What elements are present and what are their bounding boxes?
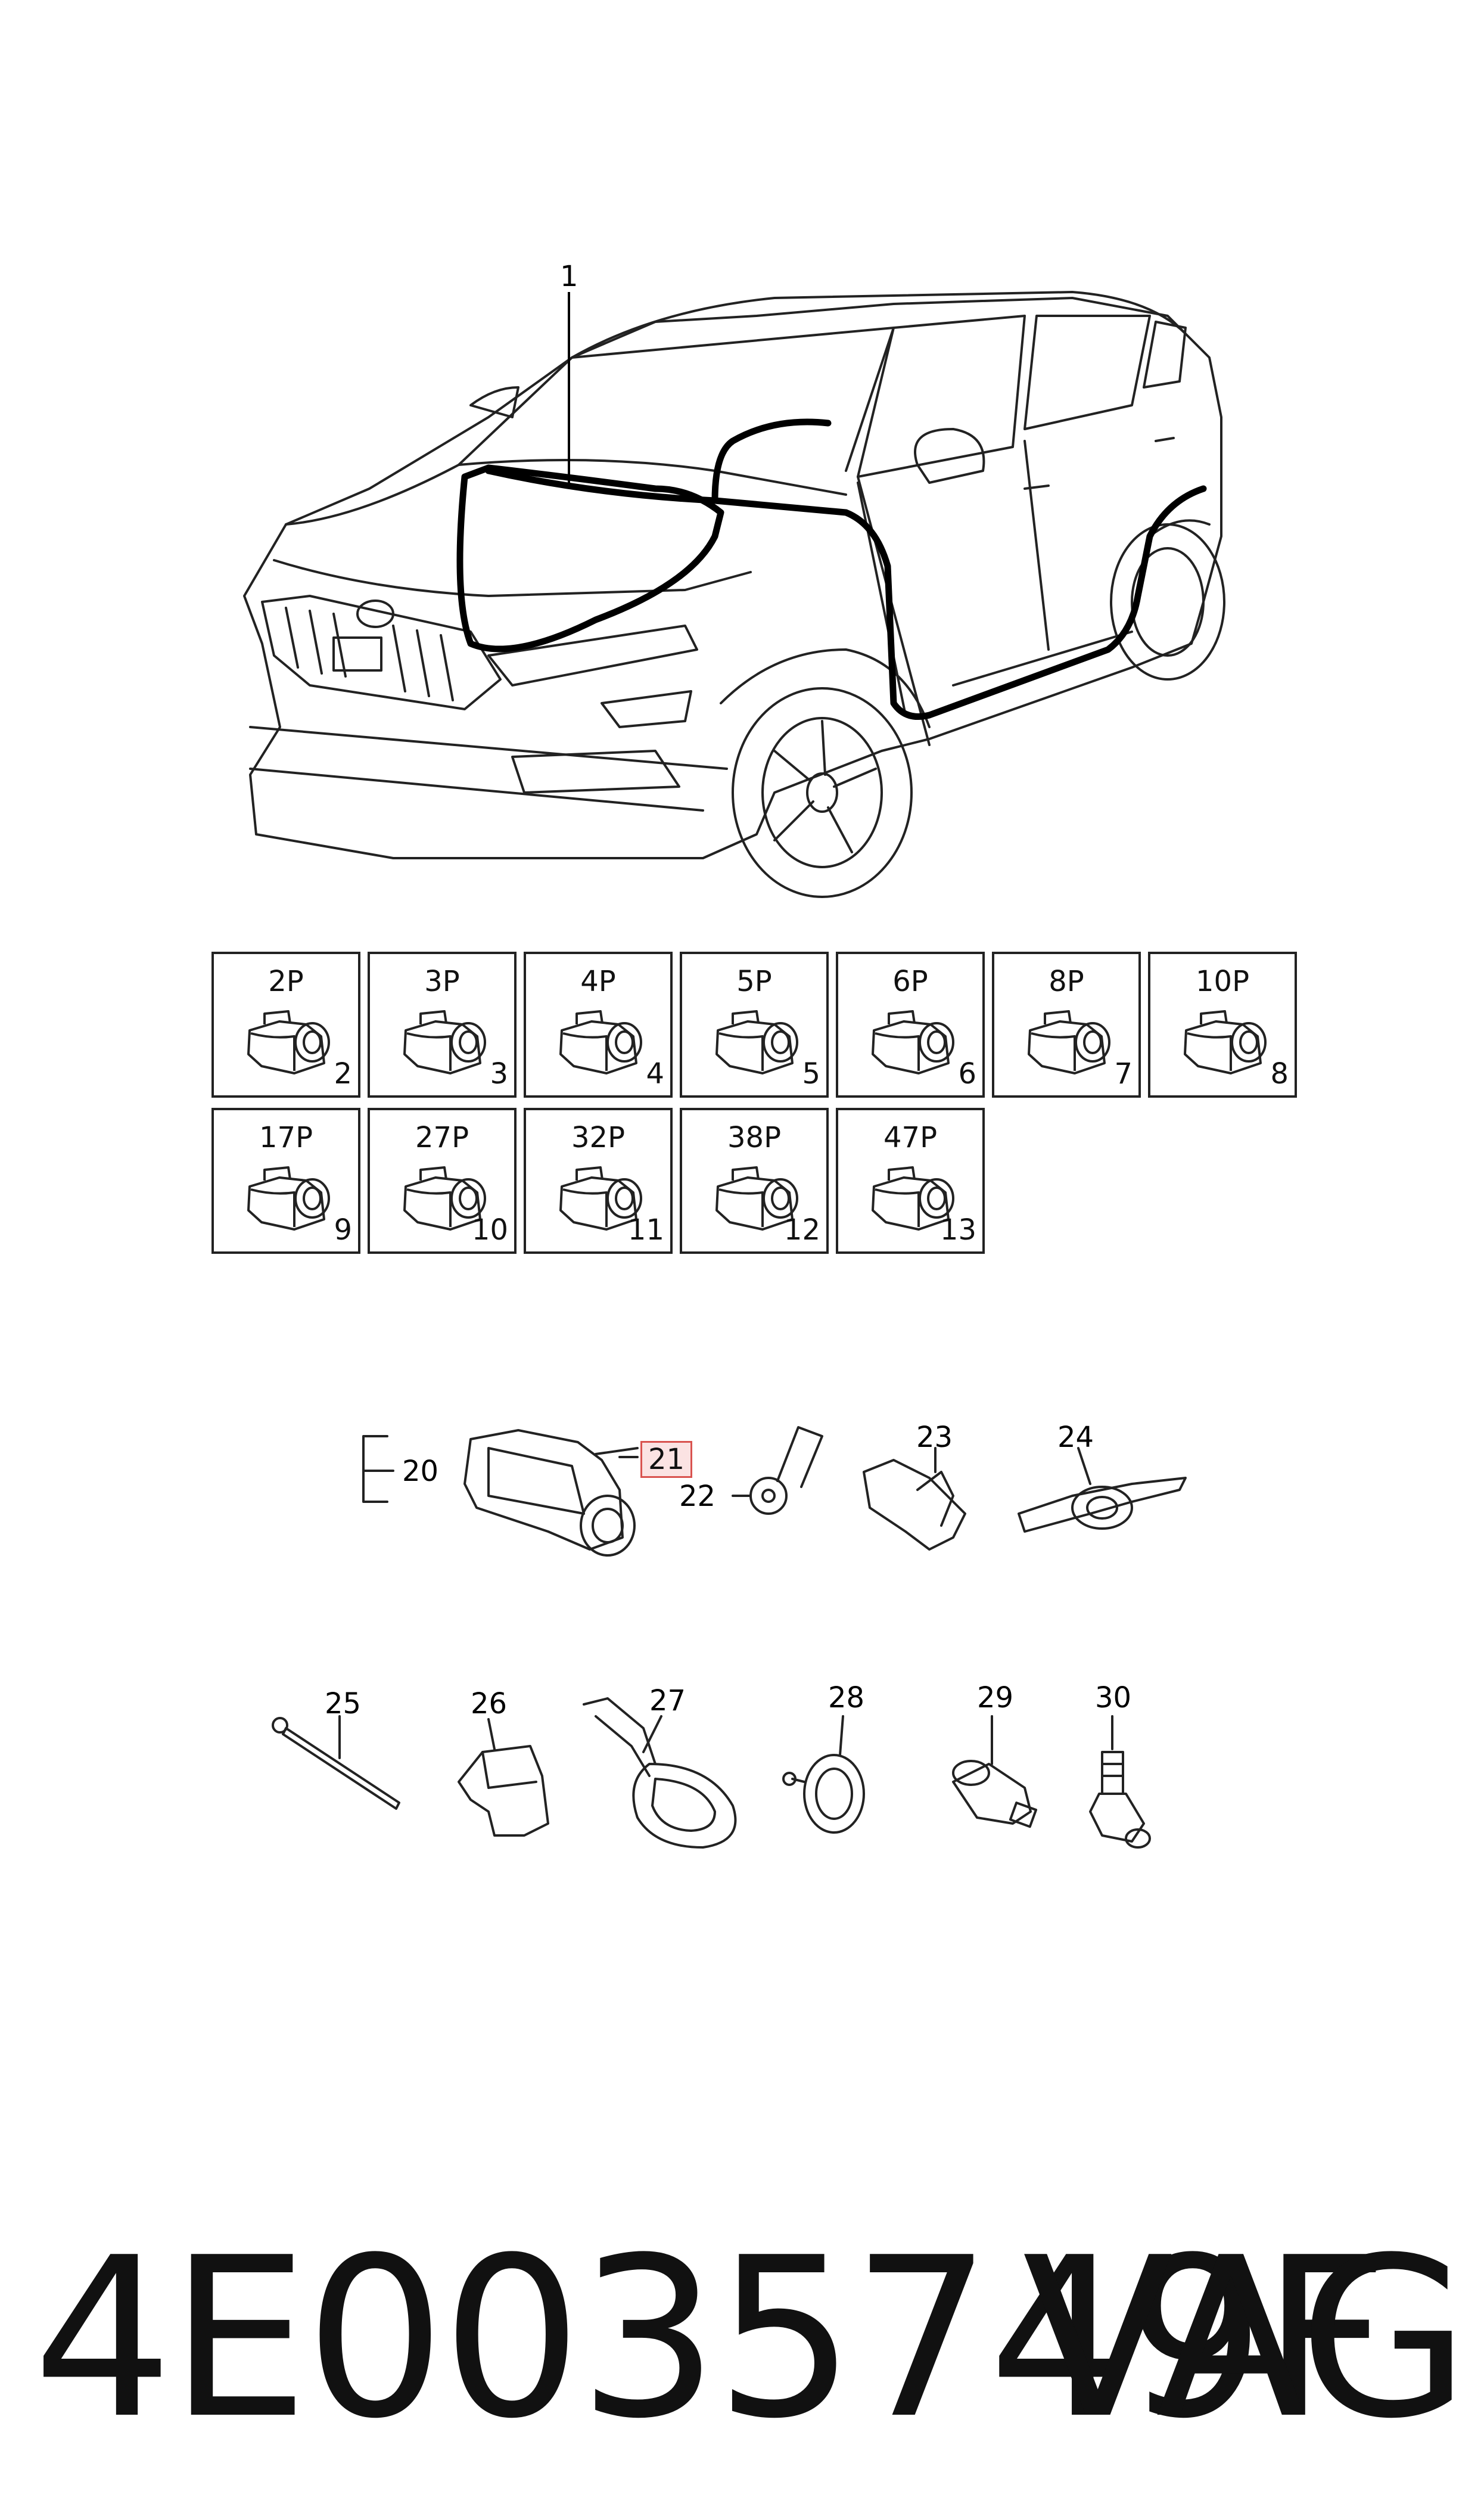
connector-housing-icon	[550, 1163, 651, 1234]
connector-housing-icon	[550, 1007, 651, 1078]
connector-position-number: 6	[958, 1057, 976, 1091]
part-27-grommet	[583, 1697, 737, 1849]
part-22-ring-terminal	[732, 1426, 823, 1515]
part-label-21-highlighted[interactable]: 21	[640, 1441, 693, 1478]
connector-cell-6[interactable]: 6P 6	[836, 952, 985, 1098]
part-label-24: 24	[1057, 1421, 1094, 1454]
connector-position-number: 12	[783, 1213, 820, 1247]
part-label-22: 22	[679, 1480, 716, 1513]
connector-pin-count: 6P	[892, 965, 928, 998]
connector-cell-10[interactable]: 27P 10	[368, 1108, 517, 1254]
part-28-plug	[782, 1715, 865, 1834]
connector-position-number: 11	[627, 1213, 664, 1247]
connector-pin-count: 17P	[259, 1121, 313, 1154]
connector-cell-11[interactable]: 32P 11	[524, 1108, 673, 1254]
connector-cell-5[interactable]: 5P 5	[680, 952, 829, 1098]
connector-pin-count: 32P	[571, 1121, 626, 1154]
connector-pin-count: 10P	[1195, 965, 1250, 998]
connector-position-number: 2	[334, 1057, 352, 1091]
part-26-holder	[458, 1718, 549, 1837]
connector-housing-icon	[1018, 1007, 1119, 1078]
connector-position-number: 9	[334, 1213, 352, 1247]
connector-position-number: 13	[939, 1213, 976, 1247]
connector-position-number: 8	[1270, 1057, 1289, 1091]
part-label-23: 23	[916, 1421, 953, 1454]
connector-housing-icon	[394, 1007, 495, 1078]
connector-housing-icon	[1174, 1007, 1275, 1078]
connector-housing-icon	[706, 1007, 807, 1078]
connector-position-number: 5	[802, 1057, 820, 1091]
part-label-27: 27	[649, 1684, 686, 1717]
connector-pin-count: 4P	[580, 965, 616, 998]
part-label-26: 26	[471, 1687, 508, 1720]
connector-pin-count: 47P	[883, 1121, 938, 1154]
connector-housing-icon	[862, 1163, 963, 1234]
connector-cell-8[interactable]: 10P 8	[1148, 952, 1297, 1098]
connector-housing-icon	[862, 1007, 963, 1078]
connector-cell-7[interactable]: 8P 7	[992, 952, 1141, 1098]
part-label-20: 20	[402, 1455, 439, 1488]
connector-cell-3[interactable]: 3P 3	[368, 952, 517, 1098]
connector-housing-icon	[238, 1163, 339, 1234]
part-21-connector-housing	[463, 1429, 639, 1557]
connector-position-number: 4	[646, 1057, 664, 1091]
callout-label-1: 1	[560, 260, 578, 293]
connector-pin-count: 3P	[424, 965, 460, 998]
part-20-bracket	[362, 1435, 388, 1503]
connector-pin-count: 2P	[268, 965, 304, 998]
connector-position-number: 10	[471, 1213, 508, 1247]
connector-pin-count: 38P	[727, 1121, 782, 1154]
connector-cell-9[interactable]: 17P 9	[211, 1108, 360, 1254]
part-label-28: 28	[828, 1681, 865, 1714]
part-30-elbow	[1089, 1715, 1151, 1849]
part-24-strap-tie	[1018, 1447, 1187, 1533]
connector-position-number: 7	[1114, 1057, 1133, 1091]
part-23-clip	[863, 1447, 966, 1551]
part-number: 4E0035749F	[33, 2211, 1389, 2467]
part-29-sleeve	[952, 1715, 1038, 1828]
part-label-25: 25	[325, 1687, 362, 1720]
connector-housing-icon	[394, 1163, 495, 1234]
connector-housing-icon	[706, 1163, 807, 1234]
connector-position-number: 3	[490, 1057, 508, 1091]
connector-pin-count: 8P	[1049, 965, 1084, 998]
connector-housing-icon	[238, 1007, 339, 1078]
connector-pin-count: 27P	[415, 1121, 469, 1154]
connector-pin-count: 5P	[736, 965, 772, 998]
connector-cell-12[interactable]: 38P 12	[680, 1108, 829, 1254]
part-25-anchor-tie	[272, 1715, 400, 1810]
part-label-30: 30	[1095, 1681, 1132, 1714]
connector-cell-2[interactable]: 2P 2	[211, 952, 360, 1098]
brand-name: VAG	[1022, 2211, 1470, 2467]
part-label-29: 29	[977, 1681, 1014, 1714]
connector-cell-4[interactable]: 4P 4	[524, 952, 673, 1098]
connector-cell-13[interactable]: 47P 13	[836, 1108, 985, 1254]
